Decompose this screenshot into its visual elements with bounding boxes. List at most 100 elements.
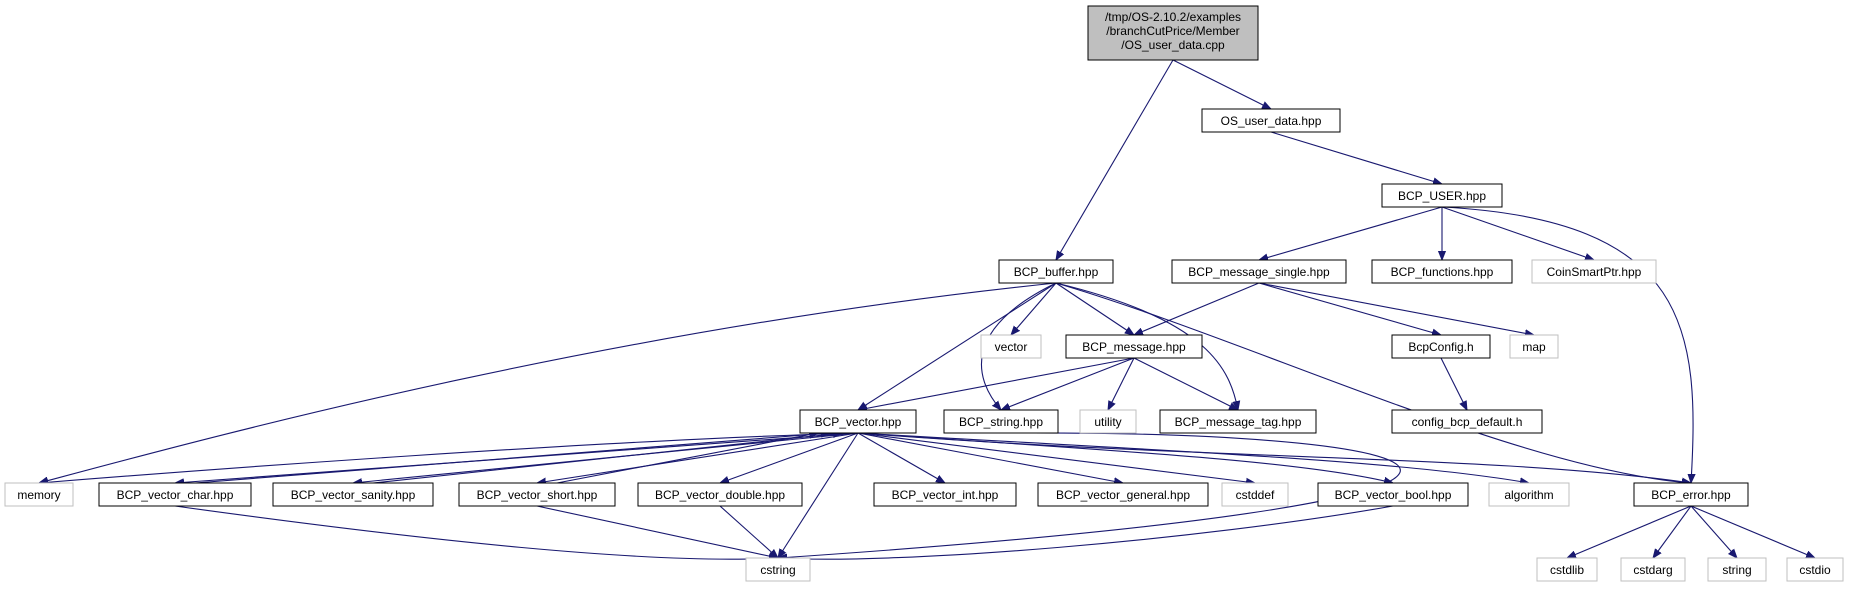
- edge-bcp-vector-char-hpp-to-bcp-vector-hpp: [194, 433, 830, 484]
- node-bcp-vector-hpp[interactable]: BCP_vector.hpp: [799, 409, 917, 434]
- edge-bcp-vector-double-hpp-to-cstring: [719, 505, 778, 558]
- node-bcp-error-hpp[interactable]: BCP_error.hpp: [1633, 482, 1749, 507]
- node-algorithm[interactable]: algorithm: [1488, 482, 1570, 507]
- node-label-line-3: /OS_user_data.cpp: [1121, 38, 1225, 52]
- dependency-edge: [1134, 282, 1260, 336]
- edge-bcp-message-single-hpp-to-bcpconfig-h: [1258, 282, 1441, 335]
- edge-bcp-user-hpp-to-coinsmartptr-hpp: [1441, 206, 1594, 260]
- edge-bcp-vector-char-hpp-to-cstring: [174, 505, 778, 559]
- node-label: config_bcp_default.h: [1412, 415, 1523, 429]
- node-bcp-vector-int-hpp[interactable]: BCP_vector_int.hpp: [873, 482, 1017, 507]
- dependency-edge: [39, 282, 1057, 483]
- node-utility[interactable]: utility: [1079, 409, 1137, 434]
- node-label: BCP_vector.hpp: [815, 415, 902, 429]
- node-bcp-vector-sanity-hpp[interactable]: BCP_vector_sanity.hpp: [272, 482, 434, 507]
- node-cstdarg[interactable]: cstdarg: [1620, 557, 1686, 582]
- edge-bcp-vector-short-hpp-to-bcp-vector-hpp: [556, 433, 818, 484]
- dependency-edge: [1108, 357, 1135, 410]
- edge-root-to-bcp-buffer-hpp: [1056, 59, 1174, 260]
- node-label: BCP_functions.hpp: [1391, 265, 1494, 279]
- dependency-edge: [857, 432, 1691, 483]
- edge-bcp-vector-hpp-to-bcp-vector-bool-hpp: [857, 432, 1393, 483]
- edge-bcp-vector-hpp-to-memory: [39, 432, 859, 483]
- edge-bcp-buffer-hpp-to-vector: [1011, 282, 1057, 335]
- edge-bcp-message-hpp-to-bcp-string-hpp: [1001, 357, 1135, 410]
- edge-bcp-vector-short-hpp-to-cstring: [536, 505, 778, 558]
- node-bcp-vector-short-hpp[interactable]: BCP_vector_short.hpp: [458, 482, 616, 507]
- edge-bcp-vector-hpp-to-bcp-vector-int-hpp: [857, 432, 945, 483]
- node-bcp-message-tag-hpp[interactable]: BCP_message_tag.hpp: [1159, 409, 1317, 434]
- node-coinsmartptr-hpp[interactable]: CoinSmartPtr.hpp: [1531, 259, 1657, 284]
- node-os-user-data-hpp[interactable]: OS_user_data.hpp: [1201, 108, 1341, 133]
- edge-bcp-vector-bool-hpp-to-cstring: [778, 505, 1394, 559]
- node-label: cstdio: [1799, 563, 1831, 577]
- edge-bcp-user-hpp-to-bcp-error-hpp: [1441, 206, 1693, 483]
- node-map[interactable]: map: [1509, 334, 1559, 359]
- node-cstdio[interactable]: cstdio: [1786, 557, 1844, 582]
- dependency-edge: [1055, 282, 1691, 483]
- edge-bcp-message-hpp-to-utility: [1108, 357, 1135, 410]
- edge-bcp-error-hpp-to-cstdlib: [1567, 505, 1692, 559]
- dependency-edge: [857, 432, 1123, 483]
- node-bcp-message-hpp[interactable]: BCP_message.hpp: [1065, 334, 1203, 359]
- node-memory[interactable]: memory: [4, 482, 74, 507]
- node-vector[interactable]: vector: [980, 334, 1042, 359]
- edge-bcp-error-hpp-to-string: [1690, 505, 1737, 558]
- dependency-edge: [1258, 282, 1534, 335]
- node-bcp-vector-double-hpp[interactable]: BCP_vector_double.hpp: [637, 482, 803, 507]
- node-bcp-message-single-hpp[interactable]: BCP_message_single.hpp: [1171, 259, 1347, 284]
- edge-bcp-message-hpp-to-bcp-message-tag-hpp: [1133, 357, 1238, 410]
- node-label: map: [1522, 340, 1546, 354]
- node-label: BCP_vector_sanity.hpp: [291, 488, 416, 502]
- dependency-edge: [720, 432, 859, 483]
- node-label: BCP_buffer.hpp: [1014, 265, 1099, 279]
- node-bcp-functions-hpp[interactable]: BCP_functions.hpp: [1371, 259, 1513, 284]
- node-label: BCP_message_single.hpp: [1188, 265, 1330, 279]
- dependency-edge: [536, 505, 778, 558]
- node-bcpconfig-h[interactable]: BcpConfig.h: [1391, 334, 1491, 359]
- node-string[interactable]: string: [1707, 557, 1767, 582]
- node-label: string: [1722, 563, 1751, 577]
- edge-bcp-vector-hpp-to-bcp-vector-short-hpp: [537, 432, 859, 483]
- edge-bcp-buffer-hpp-to-memory: [39, 282, 1057, 483]
- dependency-edge: [372, 433, 842, 484]
- node-bcp-vector-char-hpp[interactable]: BCP_vector_char.hpp: [98, 482, 252, 507]
- edge-bcp-message-single-hpp-to-map: [1258, 282, 1534, 335]
- dependency-edge: [1653, 505, 1692, 558]
- dependency-edge: [778, 432, 1401, 558]
- node-label: BCP_error.hpp: [1651, 488, 1731, 502]
- edge-bcp-buffer-hpp-to-bcp-message-hpp: [1055, 282, 1134, 335]
- edge-root-to-os-user-data-hpp: [1172, 59, 1271, 109]
- node-config-bcp-default-h[interactable]: config_bcp_default.h: [1391, 409, 1543, 434]
- node-label: utility: [1094, 415, 1121, 429]
- node-label: algorithm: [1504, 488, 1553, 502]
- node-cstdlib[interactable]: cstdlib: [1536, 557, 1598, 582]
- edge-bcp-error-hpp-to-cstdio: [1690, 505, 1815, 559]
- node-bcp-buffer-hpp[interactable]: BCP_buffer.hpp: [998, 259, 1114, 284]
- node-label: CoinSmartPtr.hpp: [1547, 265, 1642, 279]
- dependency-edge: [537, 432, 859, 483]
- dependency-edge: [1133, 357, 1238, 410]
- dependency-edge: [39, 432, 859, 483]
- node-label: cstring: [760, 563, 795, 577]
- dependency-edge: [1259, 206, 1443, 260]
- node-label-line-1: /tmp/OS-2.10.2/examples: [1105, 10, 1241, 24]
- node-bcp-vector-general-hpp[interactable]: BCP_vector_general.hpp: [1037, 482, 1209, 507]
- edge-bcp-vector-sanity-hpp-to-bcp-vector-hpp: [372, 433, 842, 484]
- edge-bcp-buffer-hpp-to-bcp-error-hpp: [1055, 282, 1691, 483]
- node-bcp-user-hpp[interactable]: BCP_USER.hpp: [1381, 183, 1503, 208]
- edges: [39, 59, 1815, 559]
- dependency-edge: [1055, 282, 1134, 335]
- dependency-edge: [778, 505, 1394, 559]
- node-bcp-vector-bool-hpp[interactable]: BCP_vector_bool.hpp: [1317, 482, 1469, 507]
- dependency-edge: [858, 357, 1135, 410]
- node-cstring[interactable]: cstring: [745, 557, 811, 582]
- edge-os-user-data-hpp-to-bcp-user-hpp: [1270, 131, 1442, 184]
- node-bcp-string-hpp[interactable]: BCP_string.hpp: [943, 409, 1059, 434]
- node-label: BCP_message.hpp: [1082, 340, 1186, 354]
- node-label: BCP_string.hpp: [959, 415, 1043, 429]
- node-cstddef[interactable]: cstddef: [1221, 482, 1289, 507]
- node-label: BCP_USER.hpp: [1398, 189, 1486, 203]
- node-label: OS_user_data.hpp: [1221, 114, 1322, 128]
